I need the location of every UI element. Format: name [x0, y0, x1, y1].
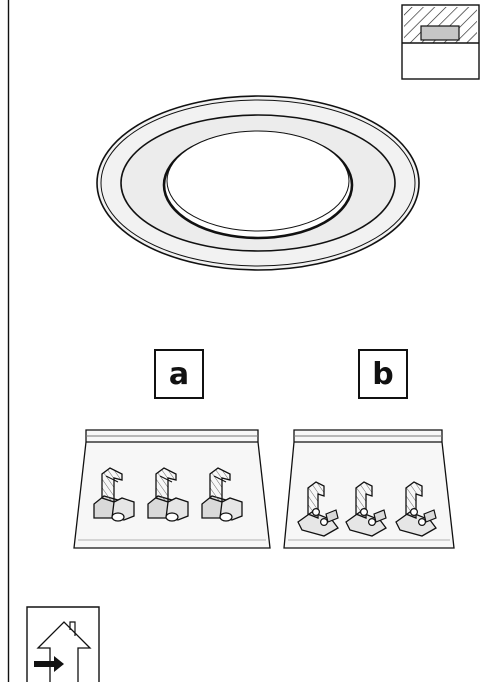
part-label-a: a: [154, 349, 204, 399]
bag-of-spring-clips: [73, 429, 271, 549]
bag-of-mounting-clips: [283, 429, 455, 549]
ring-trim: [96, 95, 420, 271]
installation-cross-section-icon: [401, 4, 480, 80]
indoor-use-house-icon: [26, 606, 100, 682]
part-label-b: b: [358, 349, 408, 399]
